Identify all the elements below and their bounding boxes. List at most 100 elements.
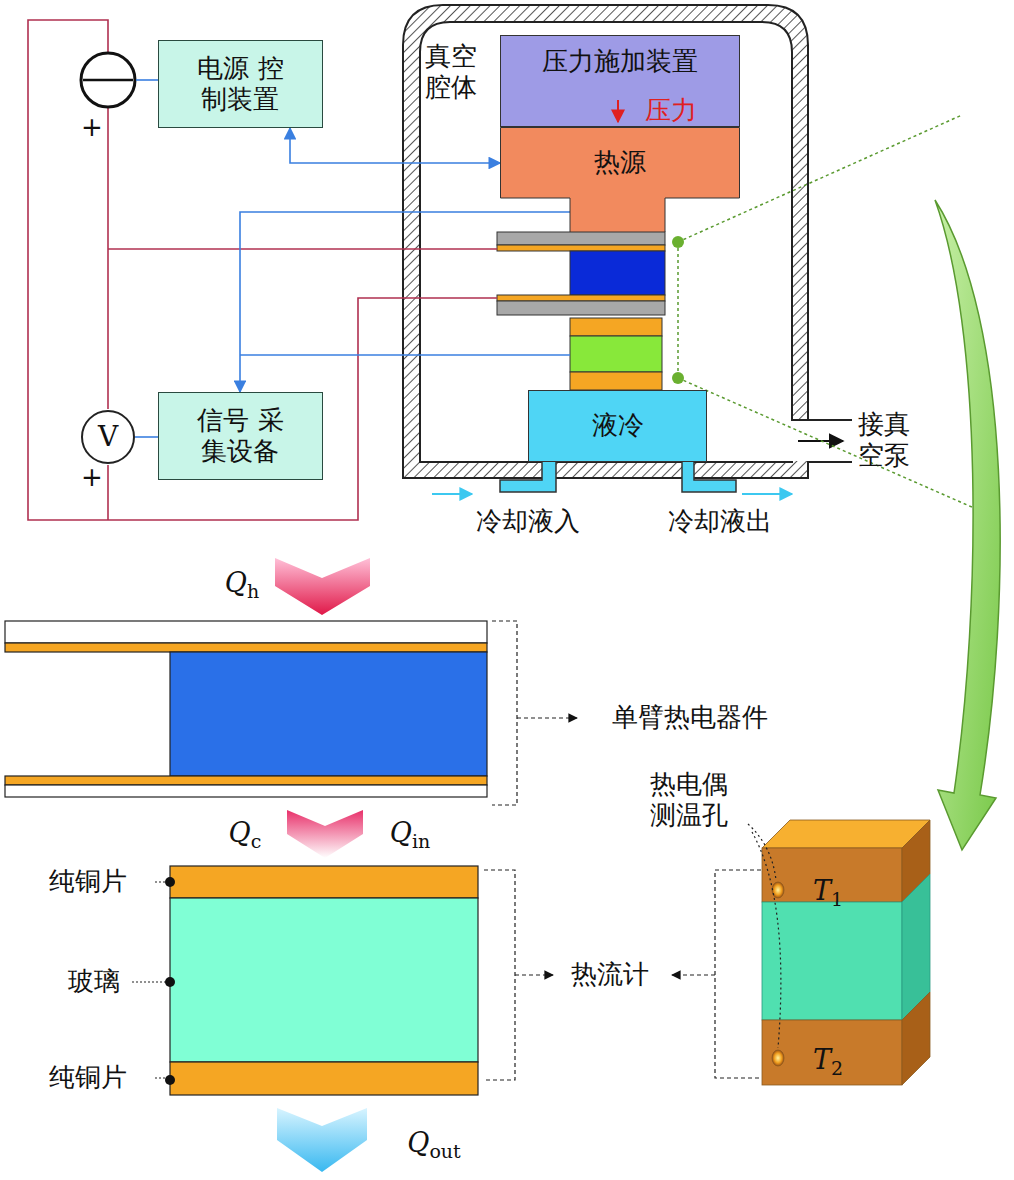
signal-wire bbox=[240, 354, 570, 356]
thermoelectric-device bbox=[5, 776, 487, 785]
bracket bbox=[484, 621, 768, 1080]
symbol-letter: Q bbox=[390, 817, 412, 848]
symbol-letter: Q bbox=[407, 1127, 429, 1158]
chamber-wall bbox=[798, 440, 843, 442]
current-source-symbol bbox=[81, 53, 135, 107]
text-label: 热流计 bbox=[571, 959, 649, 990]
heat-flux-meter-block bbox=[762, 902, 902, 1020]
symbol-label: Qout bbox=[407, 1127, 460, 1163]
heat-flux-meter-block bbox=[762, 820, 930, 848]
node-text: 压力施加装置 bbox=[501, 46, 739, 77]
text-label: 冷却液出 bbox=[668, 506, 772, 537]
thermoelectric-device bbox=[5, 785, 487, 797]
electrode-plate bbox=[497, 245, 665, 251]
symbol-letter: Q bbox=[229, 817, 251, 848]
signal-acquisition-box: 信号 采集设备 bbox=[158, 392, 323, 480]
signal-connector bbox=[240, 212, 570, 392]
chamber-wall bbox=[403, 5, 808, 478]
wire bbox=[28, 20, 497, 520]
heat-arrow bbox=[277, 1108, 367, 1172]
text-label: 纯铜片 bbox=[49, 1062, 127, 1093]
heat-arrow bbox=[287, 810, 363, 858]
symbol-subscript: in bbox=[412, 830, 430, 852]
symbol-label: Qin bbox=[390, 817, 430, 853]
wire bbox=[28, 20, 497, 520]
electrode-plate bbox=[497, 301, 665, 315]
symbol-label: T2 bbox=[813, 1044, 843, 1080]
heat-flux-meter bbox=[570, 318, 662, 390]
node-text: 电源 控制装置 bbox=[185, 53, 297, 115]
heat-flux-meter bbox=[570, 372, 662, 390]
heat-source-outline bbox=[501, 128, 740, 233]
electrode-plate bbox=[497, 232, 665, 245]
text-label: 热电偶 测温孔 bbox=[650, 769, 736, 831]
heat-flux-meter bbox=[170, 1062, 478, 1095]
symbol-label: T1 bbox=[813, 875, 843, 911]
coolant-pipe bbox=[742, 493, 792, 495]
wire bbox=[108, 248, 497, 250]
bracket bbox=[672, 974, 715, 975]
symbol-label: Qh bbox=[225, 567, 259, 603]
bracket bbox=[484, 870, 515, 1080]
chamber-wall bbox=[403, 5, 852, 478]
heat-source-outline bbox=[500, 127, 740, 232]
symbol-subscript: out bbox=[429, 1140, 460, 1162]
node-text: 液冷 bbox=[592, 410, 644, 441]
leader-line bbox=[165, 977, 175, 987]
power-control-box: 电源 控制装置 bbox=[158, 40, 323, 128]
heat-flux-meter-block bbox=[902, 992, 930, 1085]
coolant-pipe bbox=[432, 493, 472, 495]
heat-flux-meter-block bbox=[762, 820, 930, 1085]
pressure-device: 压力施加装置压力 bbox=[500, 35, 740, 127]
node-text: 信号 采集设备 bbox=[185, 405, 297, 467]
heat-flux-meter-block bbox=[762, 1020, 902, 1085]
leader-line bbox=[132, 882, 166, 1078]
electrode-plate bbox=[497, 232, 665, 315]
heat-flux-meter bbox=[170, 866, 478, 1095]
leader-line bbox=[165, 1075, 175, 1085]
node-text: 压力 bbox=[645, 95, 697, 126]
heat-flux-meter bbox=[170, 866, 478, 898]
callout-line bbox=[672, 236, 684, 248]
heat-flux-meter bbox=[170, 898, 478, 1062]
heat-source: 热源 bbox=[500, 127, 740, 232]
callout-line bbox=[672, 372, 684, 384]
electrode-plate bbox=[497, 295, 665, 301]
text-label: + bbox=[81, 462, 103, 493]
symbol-subscript: c bbox=[251, 830, 262, 852]
heat-flux-meter bbox=[570, 336, 662, 372]
current-source-symbol bbox=[83, 79, 133, 82]
wire bbox=[107, 465, 109, 520]
symbol-subscript: h bbox=[247, 580, 259, 602]
voltmeter-symbol: V bbox=[81, 410, 135, 464]
thermoelectric-device bbox=[5, 621, 487, 643]
text-label: 接真 空泵 bbox=[858, 409, 918, 471]
bracket bbox=[515, 974, 553, 975]
bracket bbox=[517, 717, 577, 718]
liquid-cooling: 液冷 bbox=[528, 390, 707, 462]
callout-line bbox=[672, 115, 1000, 850]
heat-arrow bbox=[275, 558, 370, 615]
wire bbox=[107, 108, 109, 409]
text-label: 纯铜片 bbox=[49, 866, 127, 897]
signal-connector bbox=[290, 128, 500, 163]
symbol-letter: T bbox=[813, 875, 831, 906]
bracket bbox=[715, 870, 768, 1078]
text-label: 冷却液入 bbox=[476, 506, 580, 537]
heat-flux-meter bbox=[570, 318, 662, 336]
node-text: 热源 bbox=[500, 147, 740, 178]
node-text: 真空 腔体 bbox=[425, 41, 481, 103]
text-label: + bbox=[81, 112, 103, 143]
symbol-subscript: 2 bbox=[831, 1057, 843, 1079]
node-text: V bbox=[98, 423, 118, 451]
leader-line bbox=[132, 877, 175, 1085]
symbol-letter: T bbox=[813, 1044, 831, 1075]
thermoelectric-device bbox=[5, 643, 487, 652]
thermoelectric-device bbox=[5, 621, 487, 797]
leader-line bbox=[748, 824, 781, 1048]
signal-connector bbox=[135, 436, 158, 438]
callout-line bbox=[935, 200, 1000, 850]
